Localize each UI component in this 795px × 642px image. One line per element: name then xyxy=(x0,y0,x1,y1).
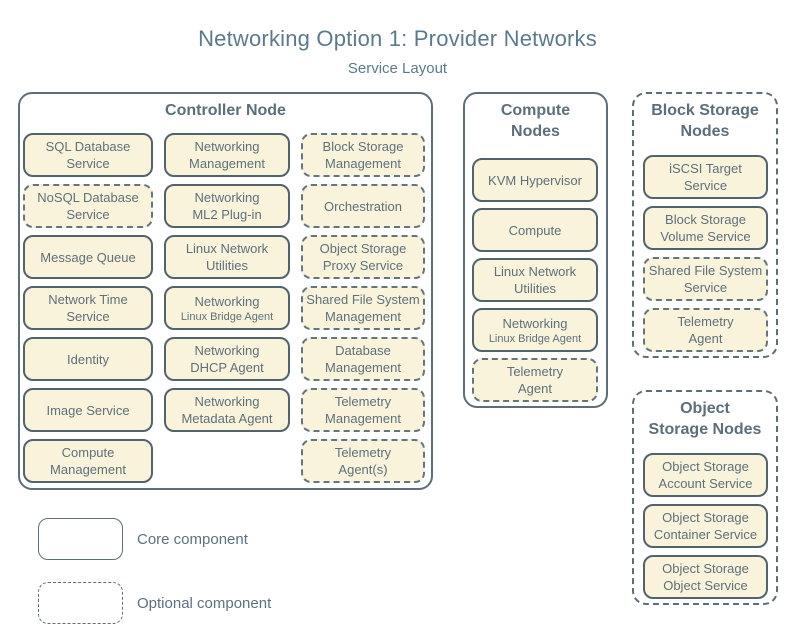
service-box-compute: Compute xyxy=(472,208,598,252)
object-storage-nodes-title: Object Storage Nodes xyxy=(648,400,762,438)
service-box-kvm-hypervisor: KVM Hypervisor xyxy=(472,158,598,202)
page-subtitle: Service Layout xyxy=(347,60,448,77)
page-title: Networking Option 1: Provider Networks xyxy=(198,26,597,51)
compute-nodes-title: Compute Nodes xyxy=(500,102,571,140)
service-box-image-service: Image Service xyxy=(23,388,153,432)
service-box-message-queue: Message Queue xyxy=(23,235,153,279)
legend-optional-swatch xyxy=(38,582,123,624)
service-box-identity: Identity xyxy=(23,337,153,381)
legend-core-label: Core component xyxy=(137,530,248,548)
legend-core-swatch xyxy=(38,518,123,560)
legend-optional-label: Optional component xyxy=(137,594,272,612)
controller-node-title: Controller Node xyxy=(165,102,286,119)
block-storage-nodes-title: Block Storage Nodes xyxy=(651,102,759,140)
service-box-orchestration: Orchestration xyxy=(301,184,425,228)
compute-nodes-group: Compute Nodes KVM Hypervisor Compute Lin… xyxy=(463,92,608,408)
